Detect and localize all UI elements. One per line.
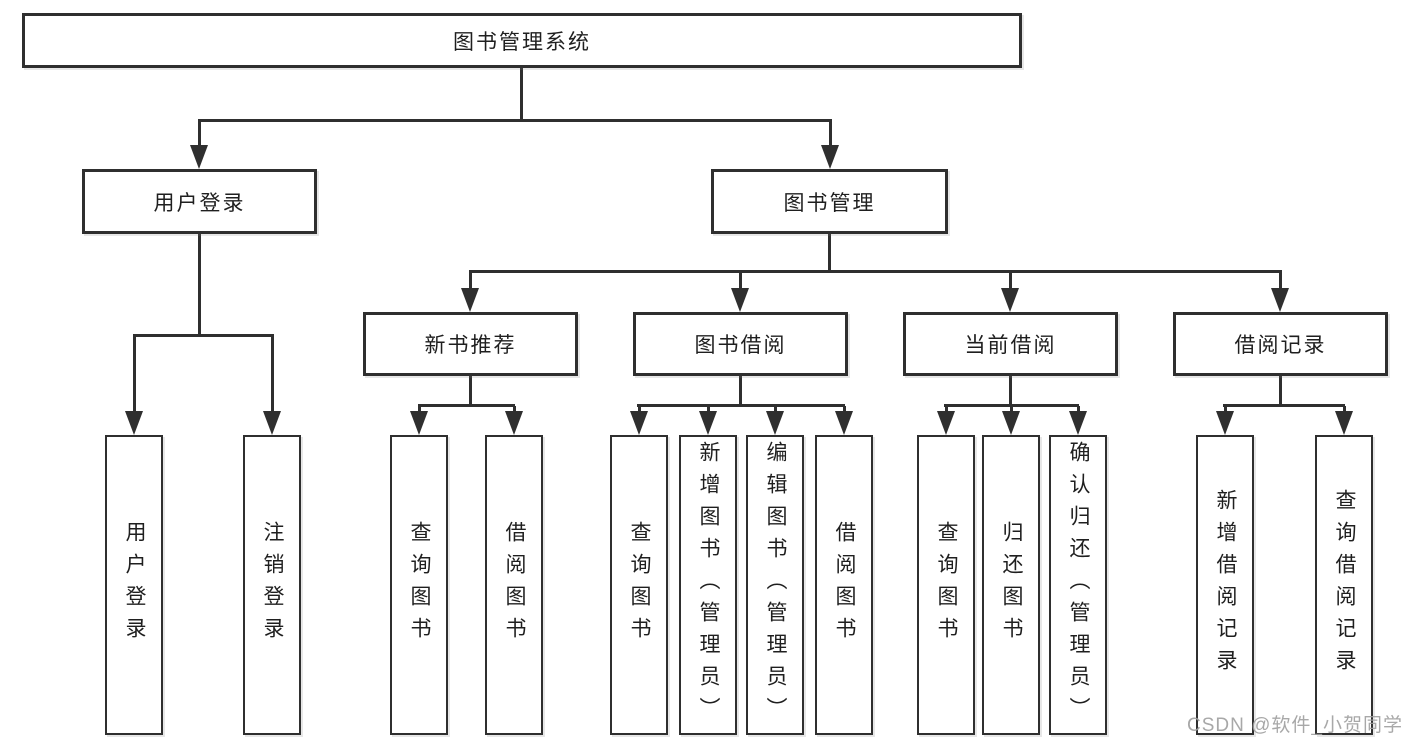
node-label-borrowing-records: 借阅记录	[1234, 334, 1327, 357]
arrowhead-down-icon	[190, 145, 208, 169]
arrowhead-down-icon	[1271, 288, 1289, 312]
arrowhead-down-icon	[1001, 288, 1019, 312]
connector-line	[469, 376, 472, 407]
connector-line	[944, 406, 948, 413]
connector-line	[417, 406, 421, 413]
node-label-root: 图书管理系统	[453, 30, 591, 54]
node-label-add-books-admin: 新增图书（管理员）	[697, 441, 721, 729]
node-borrow-books: 借阅图书	[815, 435, 873, 735]
connector-line	[468, 272, 472, 290]
node-borrow-books-recommend: 借阅图书	[485, 435, 543, 735]
node-confirm-return-admin: 确认归还（管理员）	[1049, 435, 1107, 735]
node-label-confirm-return-admin: 确认归还（管理员）	[1067, 441, 1091, 729]
arrowhead-down-icon	[461, 288, 479, 312]
connector-line	[1223, 404, 1345, 407]
arrowhead-down-icon	[835, 411, 853, 435]
node-label-borrow-books: 借阅图书	[833, 521, 857, 649]
connector-line	[637, 404, 845, 407]
node-add-borrow-record: 新增借阅记录	[1196, 435, 1254, 735]
connector-line	[1008, 272, 1012, 290]
node-query-borrow-record: 查询借阅记录	[1315, 435, 1373, 735]
connector-line	[520, 68, 523, 121]
arrowhead-down-icon	[699, 411, 717, 435]
arrowhead-down-icon	[1335, 411, 1353, 435]
connector-line	[828, 233, 831, 273]
node-label-user-login: 用户登录	[123, 521, 147, 649]
connector-line	[1009, 406, 1013, 413]
arrowhead-down-icon	[821, 145, 839, 169]
node-label-book-borrowing: 图书借阅	[694, 334, 787, 357]
connector-line	[197, 121, 201, 147]
connector-line	[1223, 406, 1227, 413]
node-user-login-group: 用户登录	[82, 169, 317, 234]
connector-line	[828, 121, 832, 147]
node-edit-books-admin: 编辑图书（管理员）	[746, 435, 804, 735]
connector-line	[198, 234, 201, 337]
node-return-books: 归还图书	[982, 435, 1040, 735]
connector-line	[132, 336, 136, 413]
arrowhead-down-icon	[263, 411, 281, 435]
node-root: 图书管理系统	[22, 13, 1022, 68]
connector-line	[198, 119, 832, 122]
node-add-books-admin: 新增图书（管理员）	[679, 435, 737, 735]
connector-line	[773, 406, 777, 413]
node-label-new-book-recommend: 新书推荐	[424, 334, 517, 357]
node-label-query-borrow-record: 查询借阅记录	[1333, 489, 1357, 681]
node-label-current-borrowing: 当前借阅	[964, 334, 1057, 357]
node-query-books-current: 查询图书	[917, 435, 975, 735]
connector-line	[469, 270, 1282, 273]
node-book-borrowing: 图书借阅	[633, 312, 848, 376]
arrowhead-down-icon	[505, 411, 523, 435]
connector-line	[1009, 376, 1012, 407]
node-query-books-recommend: 查询图书	[390, 435, 448, 735]
connector-line	[738, 272, 742, 290]
connector-line	[418, 404, 515, 407]
arrowhead-down-icon	[1216, 411, 1234, 435]
node-label-edit-books-admin: 编辑图书（管理员）	[764, 441, 788, 729]
node-borrowing-records: 借阅记录	[1173, 312, 1388, 376]
connector-line	[842, 406, 846, 413]
node-label-logout: 注销登录	[261, 521, 285, 649]
arrowhead-down-icon	[410, 411, 428, 435]
node-current-borrowing: 当前借阅	[903, 312, 1118, 376]
connector-line	[637, 406, 641, 413]
arrowhead-down-icon	[125, 411, 143, 435]
node-label-add-borrow-record: 新增借阅记录	[1214, 489, 1238, 681]
connector-line	[270, 336, 274, 413]
arrowhead-down-icon	[731, 288, 749, 312]
node-book-management: 图书管理	[711, 169, 948, 234]
connector-line	[133, 334, 274, 337]
arrowhead-down-icon	[766, 411, 784, 435]
arrowhead-down-icon	[1069, 411, 1087, 435]
node-label-query-books-current: 查询图书	[935, 521, 959, 649]
csdn-watermark: CSDN @软件_小贺同学	[1187, 715, 1403, 736]
connector-line	[944, 404, 1079, 407]
node-label-user-login-group: 用户登录	[153, 191, 246, 215]
arrowhead-down-icon	[630, 411, 648, 435]
connector-line	[706, 406, 710, 413]
node-query-books-borrowing: 查询图书	[610, 435, 668, 735]
node-logout: 注销登录	[243, 435, 301, 735]
node-label-query-books-recommend: 查询图书	[408, 521, 432, 649]
connector-line	[1278, 272, 1282, 290]
connector-line	[1279, 376, 1282, 407]
node-user-login: 用户登录	[105, 435, 163, 735]
connector-line	[1342, 406, 1346, 413]
arrowhead-down-icon	[937, 411, 955, 435]
connector-line	[512, 406, 516, 413]
node-label-book-management: 图书管理	[783, 191, 876, 215]
node-label-query-books-borrowing: 查询图书	[628, 521, 652, 649]
connector-line	[1076, 406, 1080, 413]
arrowhead-down-icon	[1002, 411, 1020, 435]
node-label-borrow-books-recommend: 借阅图书	[503, 521, 527, 649]
node-new-book-recommend: 新书推荐	[363, 312, 578, 376]
node-label-return-books: 归还图书	[1000, 521, 1024, 649]
connector-line	[739, 376, 742, 407]
